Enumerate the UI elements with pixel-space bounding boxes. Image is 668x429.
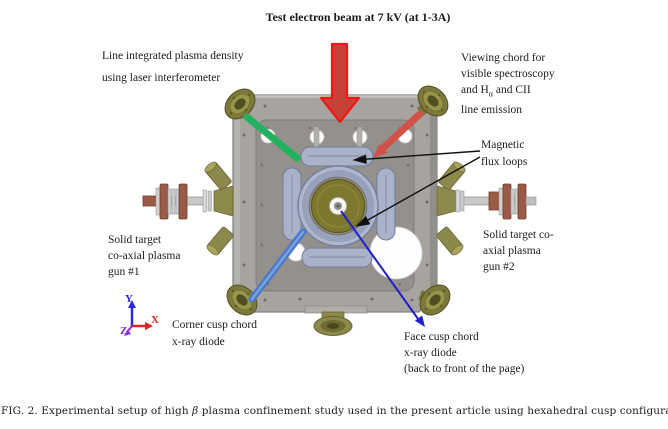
- label-line: co-axial plasma: [108, 250, 181, 262]
- label-line: (back to front of the page): [404, 363, 525, 375]
- label-line: Viewing chord for: [461, 52, 546, 64]
- label-line: x-ray diode: [404, 347, 457, 359]
- label-line: line emission: [461, 104, 523, 117]
- label-plasma-gun-1: Solid target co-axial plasma gun #1: [108, 232, 180, 280]
- figure-title: Test electron beam at 7 kV (at 1-3A): [265, 10, 451, 24]
- label-line: Corner cusp chord: [172, 319, 257, 331]
- label-line: Face cusp chord: [404, 331, 479, 343]
- corner-cusp-chord-line: [248, 228, 307, 303]
- beta-symbol: β: [192, 405, 199, 417]
- label-face-cusp-chord: Face cusp chord x-ray diode (back to fro…: [404, 329, 524, 377]
- label-line: Solid target co-: [483, 229, 554, 241]
- label-line: gun #2: [483, 261, 515, 273]
- central-assembly: [282, 146, 396, 268]
- label-line: gun #1: [108, 266, 140, 278]
- label-corner-cusp-chord: Corner cusp chord x-ray diode: [172, 317, 257, 351]
- label-line: Solid target: [108, 234, 162, 246]
- label-viewing-chord: Viewing chord for visible spectroscopy a…: [461, 50, 555, 118]
- label-line: Line integrated plasma density: [102, 50, 244, 62]
- top-face-ports: [260, 126, 413, 152]
- laser-interferometer-chord: [243, 113, 301, 162]
- label-line: visible spectroscopy: [461, 68, 555, 80]
- label-line: x-ray diode: [172, 336, 225, 348]
- label-line: and Hα and CII: [461, 84, 531, 99]
- plasma-gun-2-assembly: [436, 183, 537, 220]
- bottom-port-flange: [304, 305, 368, 336]
- plasma-gun-1-assembly: [142, 183, 234, 220]
- label-line: Magnetic: [481, 139, 525, 151]
- coordinate-axes: [124, 300, 153, 336]
- center-electrode: [329, 197, 347, 215]
- label-line: axial plasma: [483, 245, 541, 257]
- corner-port-flanges: [218, 79, 457, 322]
- axis-label-x: X: [151, 314, 159, 326]
- figure-caption: FIG. 2. Experimental setup of high β pla…: [1, 405, 668, 417]
- axis-label-y: Y: [125, 293, 133, 305]
- label-interferometer: Line integrated plasma density using las…: [102, 45, 243, 89]
- label-magnetic-flux-loops: Magnetic flux loops: [481, 137, 527, 171]
- label-line: flux loops: [481, 156, 528, 168]
- spectroscopy-viewing-chord: [373, 110, 424, 158]
- axis-label-z: Z: [120, 325, 128, 337]
- flux-loop-pointer-arrows: [352, 150, 481, 227]
- face-cusp-chord-arrow: [340, 210, 425, 327]
- electron-beam-arrow: [319, 42, 361, 124]
- magnetic-flux-loop-left: [282, 167, 302, 241]
- bolt-dots-inner: [260, 126, 410, 286]
- magnetic-flux-loop-right: [376, 167, 396, 241]
- label-plasma-gun-2: Solid target co- axial plasma gun #2: [483, 227, 554, 275]
- label-line: using laser interferometer: [102, 72, 221, 84]
- magnetic-flux-loop-bottom: [301, 247, 373, 268]
